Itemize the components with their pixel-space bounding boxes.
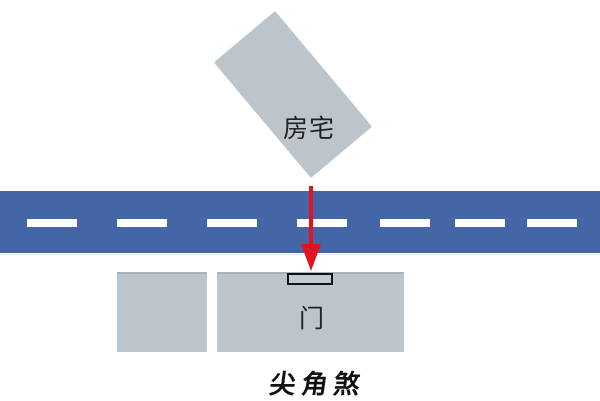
main-building: [217, 272, 404, 352]
lane-dash: [455, 219, 505, 227]
arrow-down-icon-shaft: [309, 186, 313, 246]
caption: 尖角煞: [267, 370, 368, 400]
road-edge: [0, 254, 600, 255]
lane-dash: [380, 219, 430, 227]
road: [0, 191, 600, 253]
lane-dash: [207, 219, 257, 227]
lane-dash: [27, 219, 77, 227]
lane-dash: [117, 219, 167, 227]
house-label: 房宅: [283, 114, 336, 143]
door: [287, 273, 333, 285]
arrow-down-icon: [301, 244, 321, 271]
door-label: 门: [299, 304, 325, 333]
neighbor-building: [117, 272, 207, 352]
lane-dash: [297, 219, 347, 227]
house-rotated-building: [213, 10, 373, 179]
lane-dash: [527, 219, 577, 227]
